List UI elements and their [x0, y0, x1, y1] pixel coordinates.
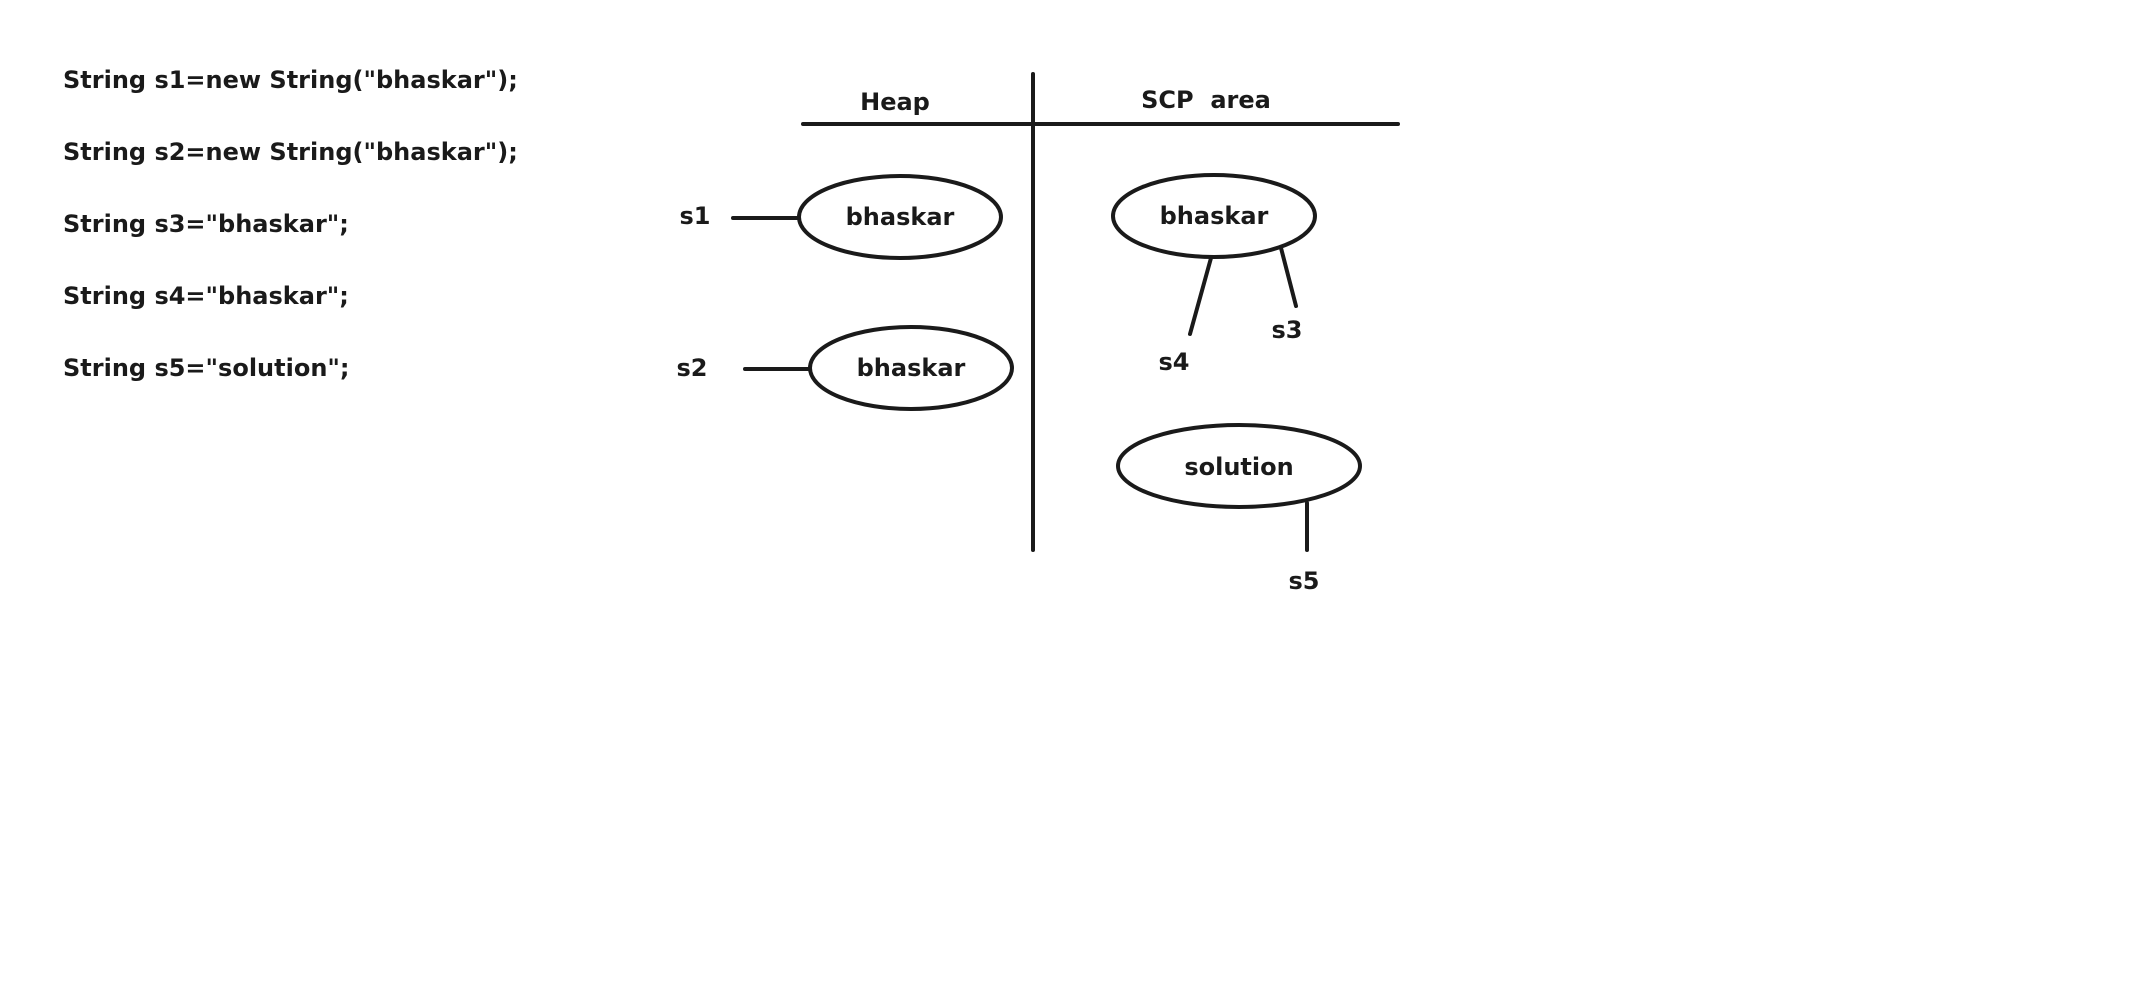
ref-connector-s4 [1188, 256, 1213, 336]
ref-label-s1: s1 [680, 202, 711, 230]
ref-label-s5: s5 [1289, 567, 1320, 595]
code-line-s1: String s1=new String("bhaskar"); [63, 66, 518, 94]
scp-header: SCP area [1141, 86, 1271, 114]
heap-object-1-value: bhaskar [846, 203, 955, 231]
ref-label-s4: s4 [1159, 348, 1190, 376]
heap-header: Heap [860, 88, 930, 116]
heap-object-2-value: bhaskar [857, 354, 966, 382]
code-listing: String s1=new String("bhaskar"); String … [63, 58, 518, 418]
ref-connector-s3 [1279, 246, 1298, 308]
scp-object-2-oval [1116, 423, 1362, 509]
scp-object-2-value: solution [1184, 453, 1293, 481]
code-line-s3: String s3="bhaskar"; [63, 210, 349, 238]
code-line-s5: String s5="solution"; [63, 354, 350, 382]
code-line-s2: String s2=new String("bhaskar"); [63, 138, 518, 166]
scp-object-1-value: bhaskar [1160, 202, 1269, 230]
ref-label-s2: s2 [677, 354, 708, 382]
scp-object-1-oval [1111, 173, 1317, 259]
ref-label-s3: s3 [1272, 316, 1303, 344]
code-line-s4: String s4="bhaskar"; [63, 282, 349, 310]
